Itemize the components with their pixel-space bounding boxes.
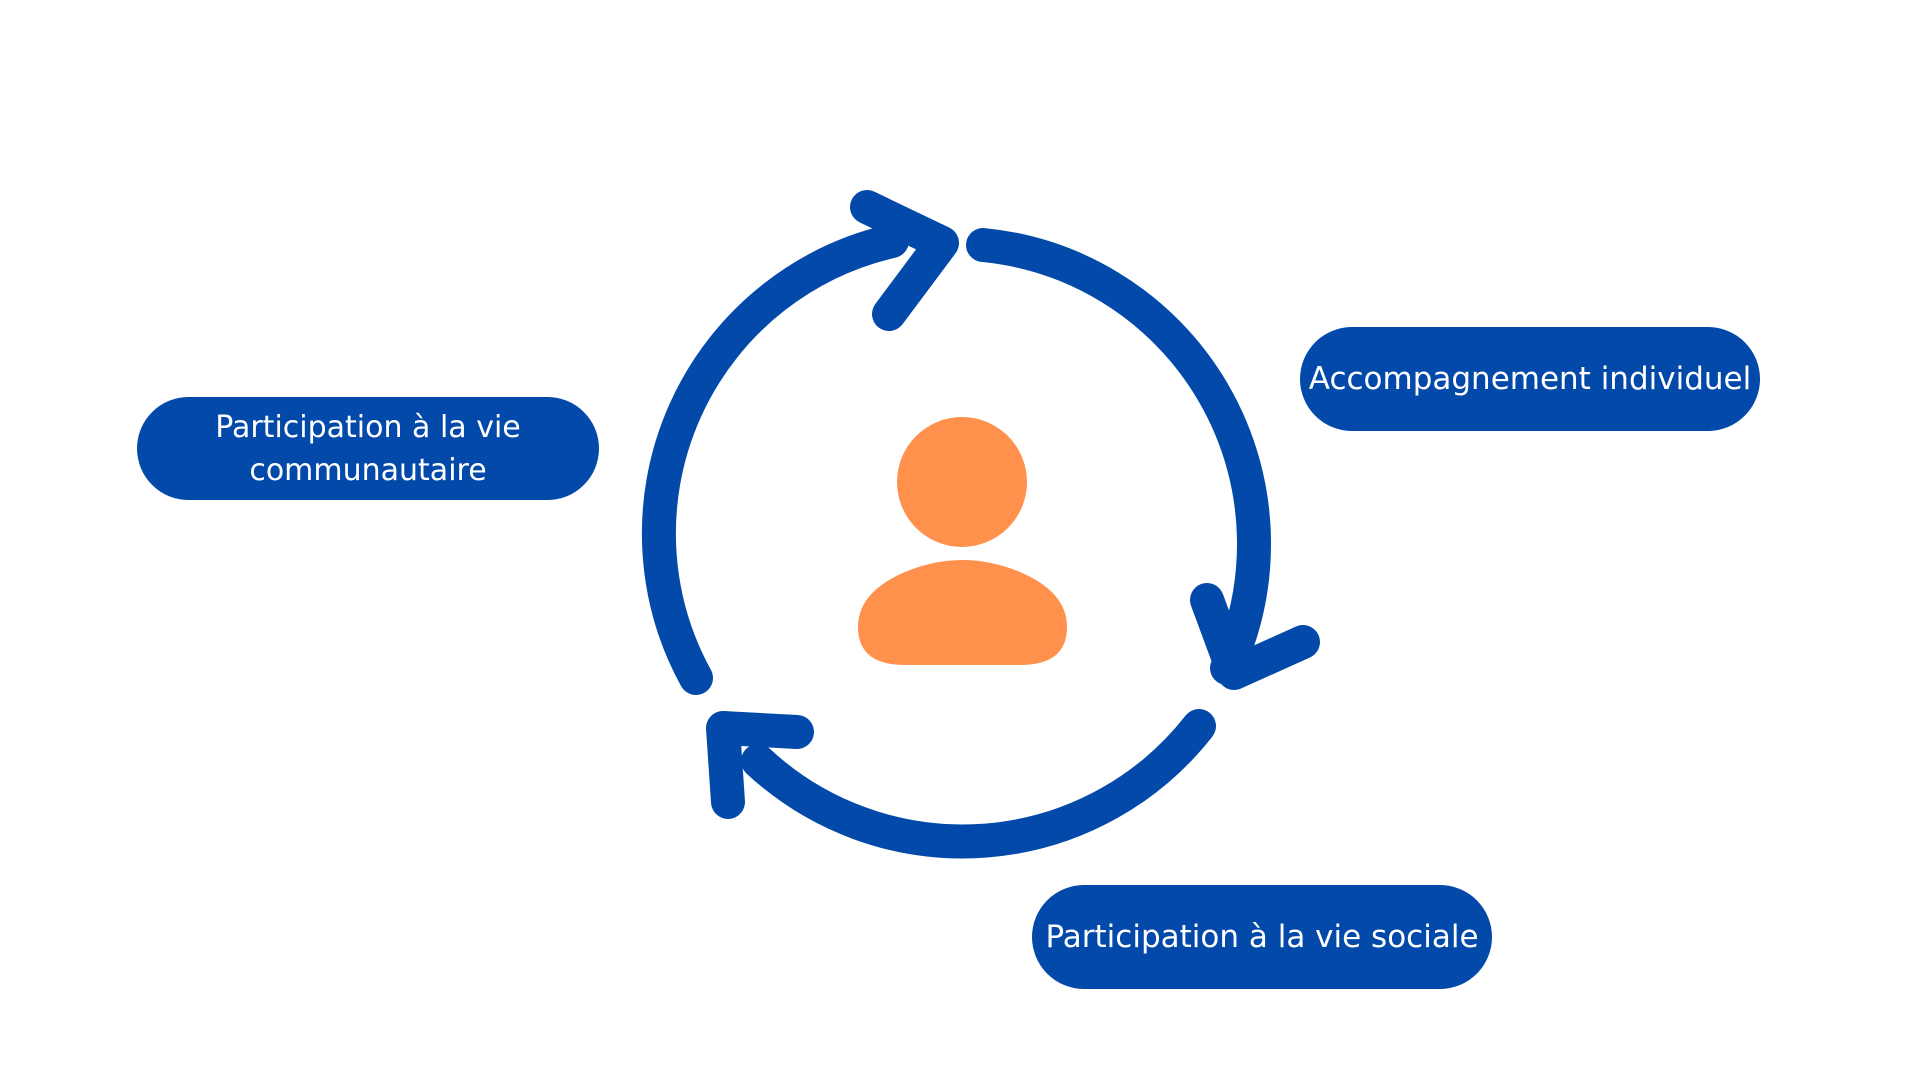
pill-community-line1: Participation à la vie	[215, 409, 521, 445]
pill-individual-support: Accompagnement individuel	[1300, 327, 1760, 431]
cycle-arc-left	[641, 224, 909, 695]
pill-social-label: Participation à la vie sociale	[1045, 919, 1479, 955]
arrowhead-top-icon	[850, 190, 959, 331]
pill-individual-label: Accompagnement individuel	[1308, 361, 1752, 397]
cycle-arc-bottom	[741, 709, 1216, 859]
pill-community-line2: communautaire	[249, 452, 487, 488]
pill-community-participation: Participation à la vie communautaire	[137, 397, 599, 500]
arrowhead-right-icon	[1190, 583, 1320, 690]
cycle-arc-right	[966, 228, 1272, 685]
pill-social-participation: Participation à la vie sociale	[1032, 885, 1492, 989]
arrowhead-bottom-left-icon	[706, 711, 814, 819]
person-icon	[858, 417, 1067, 665]
